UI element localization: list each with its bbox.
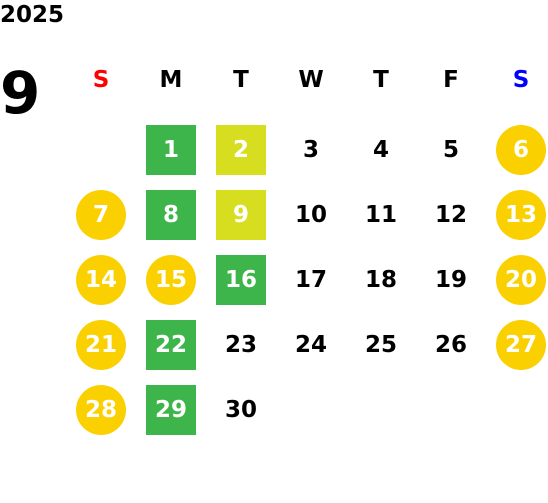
calendar-day[interactable]: 4 (372, 137, 389, 163)
calendar-day[interactable]: 22 (146, 320, 196, 370)
calendar-day[interactable]: 20 (496, 255, 546, 305)
calendar-day[interactable]: 30 (224, 397, 257, 423)
calendar-day[interactable]: 14 (76, 255, 126, 305)
weekday-header: T (233, 67, 249, 93)
calendar-day[interactable]: 24 (294, 332, 327, 358)
calendar-day[interactable]: 8 (146, 190, 196, 240)
calendar-day[interactable]: 16 (216, 255, 266, 305)
weekday-header: W (298, 67, 324, 93)
calendar-day[interactable]: 15 (146, 255, 196, 305)
calendar-day[interactable]: 21 (76, 320, 126, 370)
calendar-day[interactable]: 5 (442, 137, 459, 163)
calendar-day[interactable]: 23 (224, 332, 257, 358)
weekday-header: T (373, 67, 389, 93)
weekday-header: M (159, 67, 183, 93)
calendar-day[interactable]: 26 (434, 332, 467, 358)
weekday-header: S (512, 67, 530, 93)
calendar-day[interactable]: 18 (364, 267, 397, 293)
calendar-day[interactable]: 10 (294, 202, 327, 228)
calendar-day[interactable]: 12 (434, 202, 467, 228)
year-label: 2025 (0, 2, 65, 28)
month-number: 9 (0, 59, 41, 127)
calendar-day[interactable]: 1 (146, 125, 196, 175)
calendar-day[interactable]: 6 (496, 125, 546, 175)
calendar-day[interactable]: 11 (364, 202, 397, 228)
weekday-header: F (443, 67, 459, 93)
calendar-day[interactable]: 3 (302, 137, 319, 163)
calendar-day[interactable]: 29 (146, 385, 196, 435)
weekday-header: S (92, 67, 110, 93)
calendar-day[interactable]: 13 (496, 190, 546, 240)
calendar-day[interactable]: 2 (216, 125, 266, 175)
calendar-day[interactable]: 17 (294, 267, 327, 293)
calendar-day[interactable]: 19 (434, 267, 467, 293)
calendar-day[interactable]: 9 (216, 190, 266, 240)
calendar-day[interactable]: 7 (76, 190, 126, 240)
calendar-day[interactable]: 27 (496, 320, 546, 370)
calendar-day[interactable]: 25 (364, 332, 397, 358)
calendar-day[interactable]: 28 (76, 385, 126, 435)
